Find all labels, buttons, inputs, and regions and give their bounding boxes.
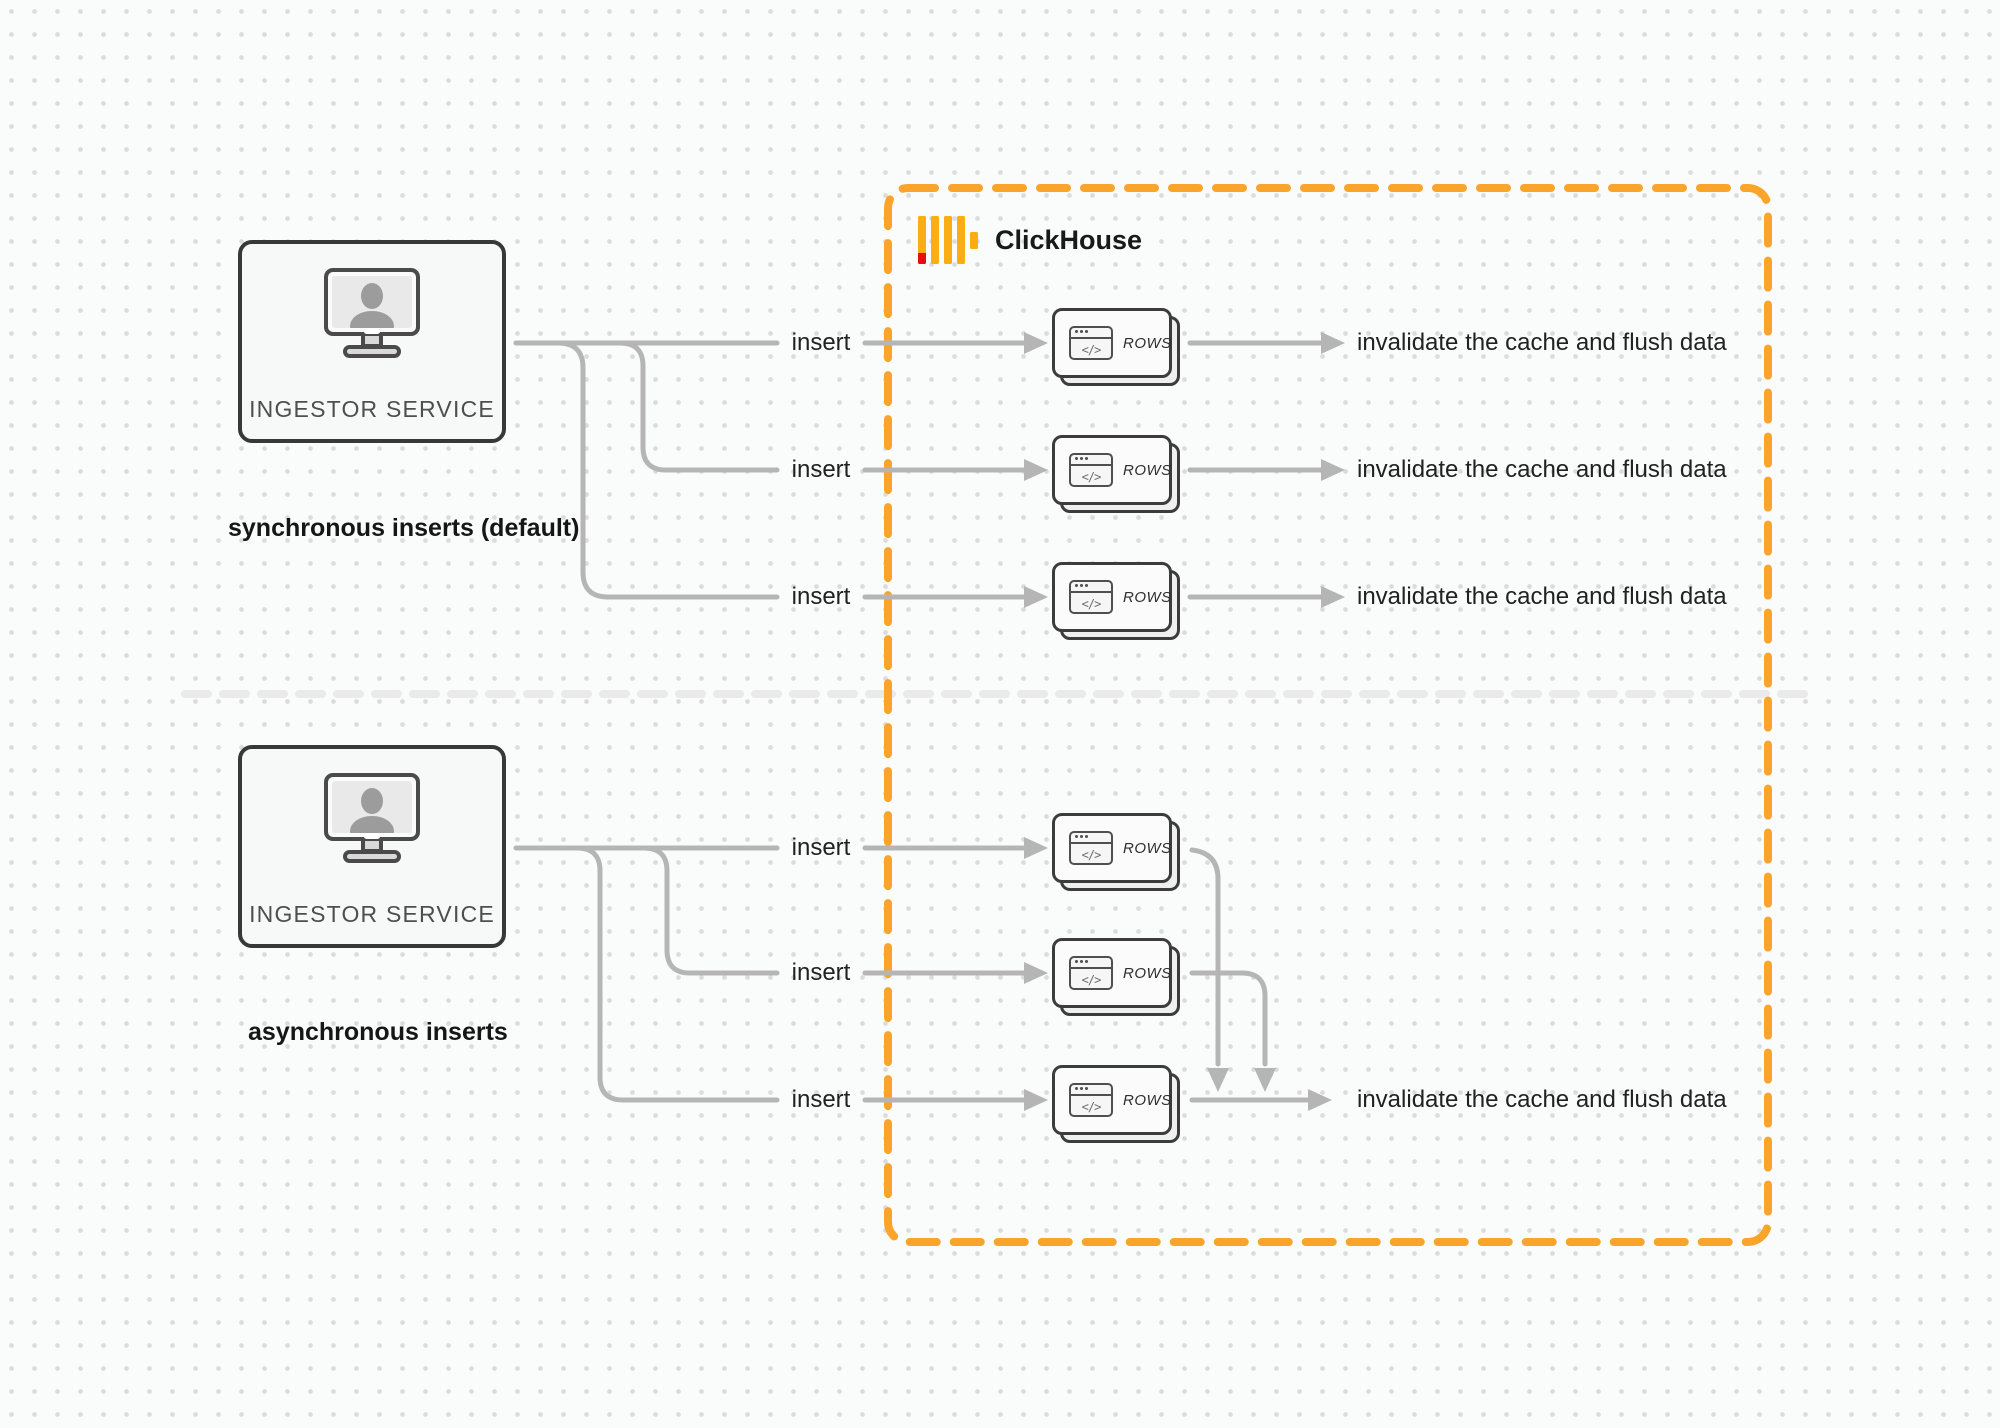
code-window-icon: </> <box>1069 580 1113 614</box>
clickhouse-bars-icon <box>918 216 978 264</box>
ingestor-label-async: INGESTOR SERVICE <box>249 901 495 927</box>
ingestor-box-sync: INGESTOR SERVICE <box>238 240 506 443</box>
arrowhead-async-merge-row2 <box>1254 1068 1276 1092</box>
result-label-sync-3: invalidate the cache and flush data <box>1357 583 1727 610</box>
insert-label-sync-3: insert <box>791 583 851 610</box>
arrowhead-async-insert3 <box>1024 1089 1048 1111</box>
code-window-icon: </> <box>1069 326 1113 360</box>
code-window-icon: </> <box>1069 453 1113 487</box>
rows-label: ROWS <box>1123 1091 1172 1109</box>
rows-card-sync-1: </> ROWS <box>1052 308 1180 386</box>
ingestor-box-async: INGESTOR SERVICE <box>238 745 506 948</box>
insert-label-sync-2: insert <box>791 456 851 483</box>
wire-async-branch-row3 <box>574 845 780 1103</box>
arrowhead-sync-result1 <box>1321 332 1345 354</box>
clickhouse-logo: ClickHouse <box>918 216 1142 264</box>
arrowhead-sync-insert3 <box>1024 586 1048 608</box>
rows-label: ROWS <box>1123 839 1172 857</box>
arrowhead-sync-result3 <box>1321 586 1345 608</box>
arrowhead-async-result <box>1308 1089 1332 1111</box>
arrowhead-sync-insert2 <box>1024 459 1048 481</box>
monitor-user-icon <box>324 268 420 358</box>
arrowhead-async-merge-row1 <box>1207 1068 1229 1092</box>
arrowhead-sync-result2 <box>1321 459 1345 481</box>
insert-label-sync-1: insert <box>791 329 851 356</box>
async-wires <box>513 837 1332 1111</box>
arrowhead-async-insert2 <box>1024 962 1048 984</box>
rows-card-async-3: </> ROWS <box>1052 1065 1180 1143</box>
insert-label-async-2: insert <box>791 959 851 986</box>
rows-card-sync-2: </> ROWS <box>1052 435 1180 513</box>
ingestor-label-sync: INGESTOR SERVICE <box>249 396 495 422</box>
rows-card-async-1: </> ROWS <box>1052 813 1180 891</box>
clickhouse-wordmark: ClickHouse <box>995 224 1143 255</box>
wire-async-merge-row2 <box>1189 970 1268 1067</box>
insert-label-async-1: insert <box>791 834 851 861</box>
rows-card-sync-3: </> ROWS <box>1052 562 1180 640</box>
rows-card-async-2: </> ROWS <box>1052 938 1180 1016</box>
code-window-icon: </> <box>1069 1083 1113 1117</box>
clickhouse-boundary-box <box>884 184 1772 1246</box>
arrowhead-async-insert1 <box>1024 837 1048 859</box>
arrowhead-sync-insert1 <box>1024 332 1048 354</box>
result-label-sync-1: invalidate the cache and flush data <box>1357 329 1727 356</box>
rows-label: ROWS <box>1123 964 1172 982</box>
caption-async: asynchronous inserts <box>248 1018 508 1046</box>
code-window-icon: </> <box>1069 956 1113 990</box>
monitor-user-icon <box>324 773 420 863</box>
insert-label-async-3: insert <box>791 1086 851 1113</box>
wire-sync-branch-row3 <box>555 340 780 600</box>
rows-label: ROWS <box>1123 334 1172 352</box>
rows-label: ROWS <box>1123 461 1172 479</box>
result-label-sync-2: invalidate the cache and flush data <box>1357 456 1727 483</box>
sync-wires <box>513 332 1345 608</box>
wire-async-branch-row2 <box>641 845 780 976</box>
result-label-async: invalidate the cache and flush data <box>1357 1086 1727 1113</box>
code-window-icon: </> <box>1069 831 1113 865</box>
wire-sync-branch-row2 <box>617 340 780 473</box>
wire-async-merge-row1 <box>1189 847 1221 1067</box>
rows-label: ROWS <box>1123 588 1172 606</box>
caption-sync: synchronous inserts (default) <box>228 514 580 542</box>
